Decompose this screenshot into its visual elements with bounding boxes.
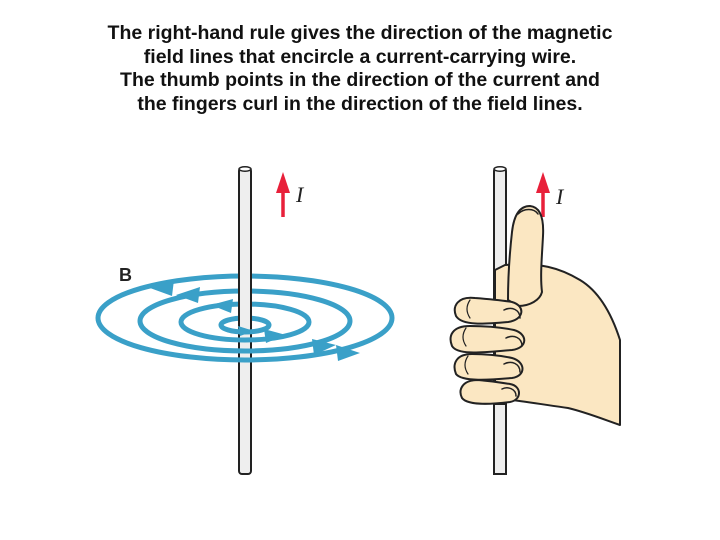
left-figure: I B	[98, 167, 392, 474]
field-arrow-middle-back-icon	[176, 287, 200, 303]
current-label-left: I	[295, 182, 305, 207]
right-figure: I	[451, 167, 620, 474]
finger-index	[455, 298, 522, 324]
wire-left	[239, 167, 251, 474]
wire-left-body	[239, 168, 251, 474]
field-arrow-inner-front-icon	[264, 329, 286, 343]
field-arrow-inner-back-icon	[211, 299, 233, 313]
current-arrow-left	[276, 172, 290, 217]
current-arrow-right-icon	[536, 172, 550, 193]
current-arrow-left-icon	[276, 172, 290, 193]
finger-middle	[451, 326, 525, 353]
thumb	[508, 206, 543, 306]
finger-little	[461, 380, 519, 404]
current-label-right: I	[555, 184, 565, 209]
right-hand-icon	[451, 206, 620, 425]
wire-right-top	[494, 167, 506, 171]
wire-left-top	[239, 167, 251, 171]
wire-right-lower	[494, 404, 506, 474]
field-label-b: B	[119, 265, 132, 285]
